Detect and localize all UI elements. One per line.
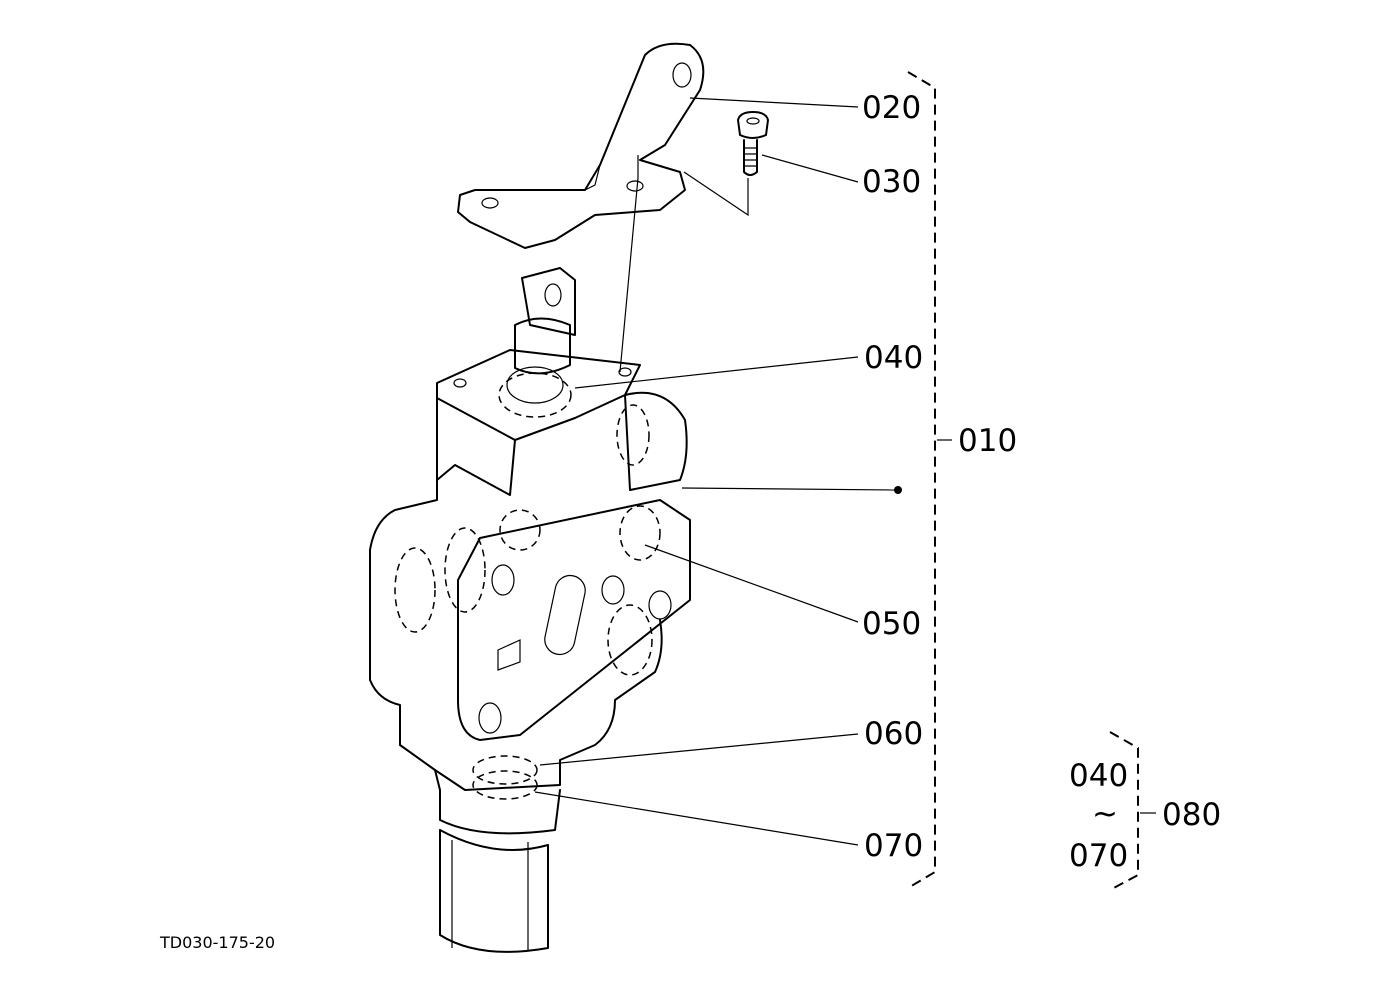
drawing-number: TD030-175-20 (159, 933, 275, 952)
part-label-020: 020 (862, 90, 921, 126)
kit-label-to: 070 (1069, 838, 1128, 874)
part-label-060: 060 (864, 716, 923, 752)
part-label-070: 070 (864, 828, 923, 864)
kit-label-from: 040 (1069, 758, 1128, 794)
part-label-010: 010 (958, 423, 1017, 459)
kit-range-symbol: ~ (1092, 796, 1118, 832)
group-bracket-010 (907, 71, 952, 889)
cap-screw-drawing (619, 111, 769, 373)
bracket-plate-drawing (457, 42, 705, 249)
valve-body-drawing (369, 349, 691, 953)
spool-end-drawing (514, 267, 576, 375)
part-label-030: 030 (862, 164, 921, 200)
part-label-050: 050 (862, 606, 921, 642)
group-bracket-080 (1109, 731, 1156, 891)
kit-label-number: 080 (1162, 797, 1221, 833)
part-label-040: 040 (864, 340, 923, 376)
leader-lines (534, 97, 902, 846)
